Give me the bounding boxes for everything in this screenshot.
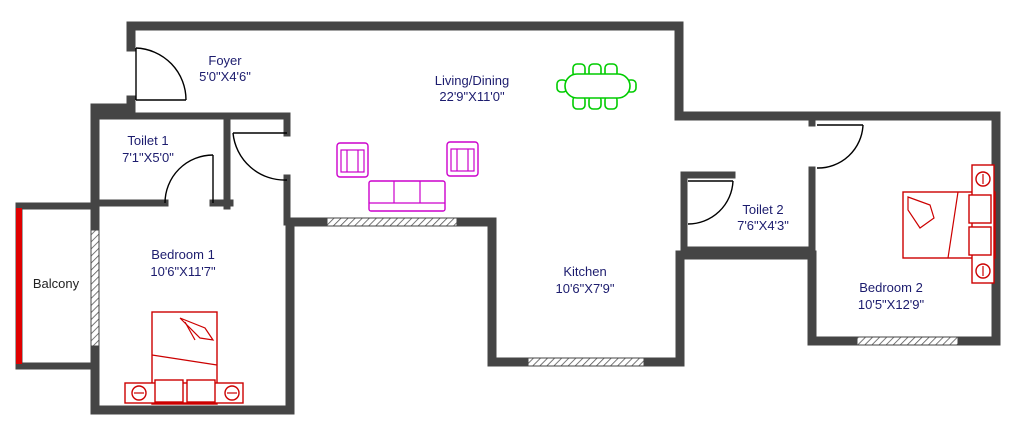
sofa-icon [368,180,446,212]
toilet1-name: Toilet 1 [127,133,168,148]
kitchen-size: 10'6"X7'9" [555,281,614,296]
windows [90,217,959,367]
kitchen-name: Kitchen [563,264,606,279]
toilet1-size: 7'1"X5'0" [122,150,174,165]
double-bed-icon [124,311,244,405]
door-swing-icon [232,132,288,181]
armchair-icon [446,141,479,177]
door-swing-icon [135,47,187,101]
armchair-icon [336,142,369,178]
window-living [326,217,458,227]
wall-left-block [90,103,332,415]
bedroom1-size: 10'6"X11'7" [150,264,216,279]
window-kitchen [527,357,645,367]
balcony-name: Balcony [33,276,80,291]
window-bedroom1 [90,229,100,347]
foyer-name: Foyer [208,53,242,68]
wall-living-bottom [452,217,533,367]
door-swing-icon [687,180,734,225]
toilet2-name: Toilet 2 [742,202,783,217]
wall-toilet2 [680,171,816,254]
balcony-railing [16,208,22,364]
window-bedroom2 [856,336,959,346]
living-name: Living/Dining [435,73,509,88]
door-swing-icon [816,124,864,169]
foyer-size: 5'0"X4'6" [199,69,251,84]
toilet2-size: 7'6"X4'3" [737,218,789,233]
double-bed-icon [902,164,996,284]
bedroom2-name: Bedroom 2 [859,280,923,295]
living-size: 22'9"X11'0" [439,89,505,104]
door-swing-icon [164,154,214,204]
dining-table-icon [556,63,637,110]
bedroom1-name: Bedroom 1 [151,247,215,262]
wall-kitchen-bottom [639,250,862,367]
room-labels: Foyer 5'0"X4'6" Living/Dining 22'9"X11'0… [33,53,925,312]
bedroom2-size: 10'5"X12'9" [858,297,925,312]
doors [135,47,864,225]
